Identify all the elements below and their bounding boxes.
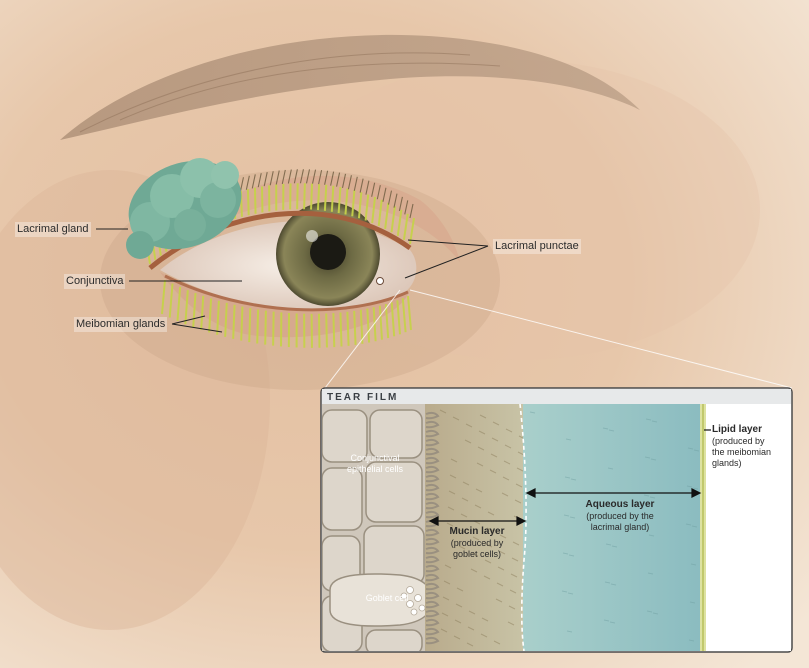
- mucin-layer-label: Mucin layer (produced by goblet cells): [440, 526, 514, 560]
- mucin-layer-name: Mucin layer: [440, 526, 514, 538]
- conjunctival-cells-label: Conjunctival epithelial cells: [330, 453, 420, 475]
- aqueous-layer-label: Aqueous layer (produced by the lacrimal …: [565, 499, 675, 533]
- lipid-layer-desc-2: the meibomian: [712, 447, 792, 458]
- conjunctival-cells-line-1: Conjunctival: [330, 453, 420, 464]
- tear-film-title: TEAR FILM: [327, 392, 398, 403]
- conjunctiva-label: Conjunctiva: [64, 274, 125, 289]
- lacrimal-gland-label: Lacrimal gland: [15, 222, 91, 237]
- meibomian-glands-label: Meibomian glands: [74, 317, 167, 332]
- lipid-layer-name: Lipid layer: [712, 424, 792, 436]
- aqueous-layer-desc-2: lacrimal gland): [565, 522, 675, 533]
- lacrimal-punctae-label: Lacrimal punctae: [493, 239, 581, 254]
- lipid-layer-desc-1: (produced by: [712, 436, 792, 447]
- lipid-layer-label: Lipid layer (produced by the meibomian g…: [712, 424, 792, 469]
- mucin-layer-desc-2: goblet cells): [440, 549, 514, 560]
- aqueous-layer-name: Aqueous layer: [565, 499, 675, 511]
- mucin-layer-desc-1: (produced by: [440, 538, 514, 549]
- conjunctival-cells-line-2: epithelial cells: [330, 464, 420, 475]
- lipid-layer-desc-3: glands): [712, 458, 792, 469]
- aqueous-layer-desc-1: (produced by the: [565, 511, 675, 522]
- goblet-cell-label: Goblet cell: [352, 593, 422, 604]
